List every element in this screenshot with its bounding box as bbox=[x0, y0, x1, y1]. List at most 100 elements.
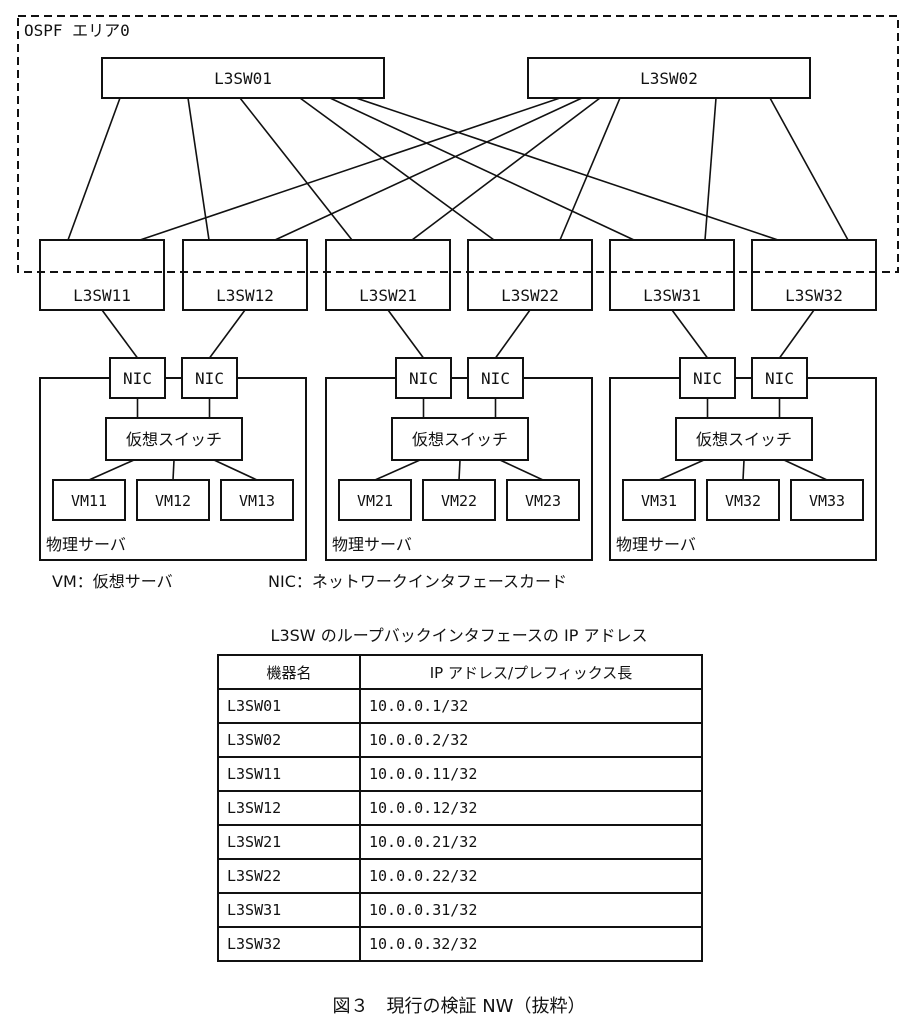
switch-label-l3sw31: L3SW31 bbox=[643, 286, 701, 305]
virtual-switch-label: 仮想スイッチ bbox=[412, 430, 508, 449]
ip-address-cell: 10.0.0.32/32 bbox=[359, 926, 703, 962]
vswitch-to-vm-link bbox=[742, 459, 745, 481]
link-l3sw02-l3sw12 bbox=[274, 97, 583, 241]
switch-label-l3sw32: L3SW32 bbox=[785, 286, 843, 305]
device-name-cell: L3SW22 bbox=[217, 858, 361, 894]
ip-address-cell: 10.0.0.2/32 bbox=[359, 722, 703, 758]
link-l3sw02-l3sw11 bbox=[139, 97, 561, 241]
virtual-switch-label: 仮想スイッチ bbox=[696, 430, 792, 449]
virtual-switch bbox=[105, 417, 243, 461]
device-name-cell: L3SW32 bbox=[217, 926, 361, 962]
uplink-l3sw21 bbox=[387, 309, 425, 359]
nic bbox=[679, 357, 736, 399]
nic-label: NIC bbox=[481, 369, 510, 388]
vswitch-to-vm-link bbox=[172, 459, 175, 481]
ip-address-cell: 10.0.0.21/32 bbox=[359, 824, 703, 860]
figure-caption: 図３ 現行の検証 NW（抜粋） bbox=[332, 996, 586, 1017]
legend-nic: NIC：ネットワークインタフェースカード bbox=[268, 572, 568, 591]
virtual-switch-label: 仮想スイッチ bbox=[126, 430, 222, 449]
nic bbox=[395, 357, 452, 399]
link-l3sw02-l3sw21 bbox=[411, 97, 601, 241]
vswitch-to-vm-link bbox=[499, 459, 544, 481]
link-l3sw01-l3sw32 bbox=[355, 97, 779, 241]
ospf-area-boundary bbox=[17, 15, 899, 273]
vswitch-to-vm-link bbox=[374, 459, 421, 481]
device-name-cell: L3SW02 bbox=[217, 722, 361, 758]
vm-label-vm13: VM13 bbox=[239, 492, 275, 510]
vm-label-vm31: VM31 bbox=[641, 492, 677, 510]
switch-label-l3sw21: L3SW21 bbox=[359, 286, 417, 305]
ip-address-cell: 10.0.0.31/32 bbox=[359, 892, 703, 928]
device-name-cell: L3SW21 bbox=[217, 824, 361, 860]
link-l3sw01-l3sw21 bbox=[239, 97, 353, 241]
vm-vm12 bbox=[136, 479, 210, 521]
vm-vm21 bbox=[338, 479, 412, 521]
header-device-name: 機器名 bbox=[217, 654, 361, 690]
link-l3sw01-l3sw11 bbox=[67, 97, 121, 241]
link-l3sw02-l3sw31 bbox=[704, 97, 717, 241]
switch-label-l3sw12: L3SW12 bbox=[216, 286, 274, 305]
virtual-switch bbox=[675, 417, 813, 461]
physical-server-label: 物理サーバ bbox=[332, 535, 412, 554]
ip-address-cell: 10.0.0.1/32 bbox=[359, 688, 703, 724]
nic bbox=[751, 357, 808, 399]
vm-vm22 bbox=[422, 479, 496, 521]
table-title: L3SW のループバックインタフェースの IP アドレス bbox=[270, 626, 648, 645]
switch-label-l3sw22: L3SW22 bbox=[501, 286, 559, 305]
nic bbox=[467, 357, 524, 399]
physical-server bbox=[609, 377, 877, 561]
vm-vm31 bbox=[622, 479, 696, 521]
switch-label-l3sw02: L3SW02 bbox=[640, 69, 698, 88]
link-l3sw01-l3sw22 bbox=[299, 97, 495, 241]
vm-vm32 bbox=[706, 479, 780, 521]
header-ip-address: IP アドレス/プレフィックス長 bbox=[359, 654, 703, 690]
vm-label-vm23: VM23 bbox=[525, 492, 561, 510]
device-name-cell: L3SW11 bbox=[217, 756, 361, 792]
virtual-switch bbox=[391, 417, 529, 461]
link-l3sw01-l3sw12 bbox=[187, 97, 210, 241]
vm-label-vm22: VM22 bbox=[441, 492, 477, 510]
device-name-cell: L3SW01 bbox=[217, 688, 361, 724]
vswitch-to-vm-link bbox=[88, 459, 135, 481]
switch-l3sw02 bbox=[527, 57, 811, 99]
device-name-cell: L3SW31 bbox=[217, 892, 361, 928]
switch-l3sw32 bbox=[751, 239, 877, 311]
switch-label-l3sw01: L3SW01 bbox=[214, 69, 272, 88]
uplink-l3sw31 bbox=[671, 309, 709, 359]
vm-label-vm33: VM33 bbox=[809, 492, 845, 510]
vm-vm11 bbox=[52, 479, 126, 521]
link-l3sw01-l3sw31 bbox=[329, 97, 635, 241]
nic bbox=[109, 357, 166, 399]
physical-server-label: 物理サーバ bbox=[616, 535, 696, 554]
switch-label-l3sw11: L3SW11 bbox=[73, 286, 131, 305]
legend-vm: VM：仮想サーバ bbox=[52, 572, 173, 591]
vm-vm13 bbox=[220, 479, 294, 521]
switch-l3sw31 bbox=[609, 239, 735, 311]
nic-label: NIC bbox=[123, 369, 152, 388]
nic bbox=[181, 357, 238, 399]
ip-address-cell: 10.0.0.11/32 bbox=[359, 756, 703, 792]
nic-label: NIC bbox=[195, 369, 224, 388]
ip-address-cell: 10.0.0.12/32 bbox=[359, 790, 703, 826]
device-name-cell: L3SW12 bbox=[217, 790, 361, 826]
uplink-l3sw11 bbox=[101, 309, 139, 359]
switch-l3sw01 bbox=[101, 57, 385, 99]
vm-label-vm11: VM11 bbox=[71, 492, 107, 510]
vm-vm23 bbox=[506, 479, 580, 521]
uplink-l3sw32 bbox=[778, 309, 815, 359]
table-header-row: 機器名 IP アドレス/プレフィックス長 bbox=[217, 654, 703, 690]
vm-vm33 bbox=[790, 479, 864, 521]
vm-label-vm32: VM32 bbox=[725, 492, 761, 510]
vswitch-to-vm-link bbox=[783, 459, 828, 481]
link-l3sw02-l3sw32 bbox=[769, 97, 849, 241]
